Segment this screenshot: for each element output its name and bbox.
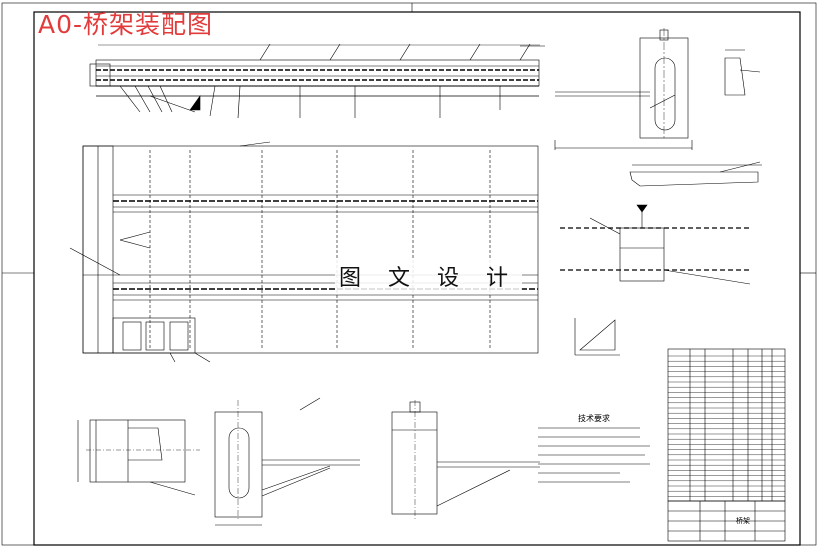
plan-view [69, 141, 539, 363]
gusset-detail-view [574, 318, 620, 356]
bottom-left-view [77, 419, 200, 496]
watermark: 图 文 设 计 [335, 258, 522, 294]
title-block [667, 500, 786, 542]
drawing-title: A0-桥架装配图 [38, 10, 214, 39]
parts-list-rows [668, 355, 785, 497]
bottom-right-view [391, 400, 540, 520]
technical-notes [538, 427, 650, 483]
beam-section-view [560, 204, 751, 285]
bottom-middle-view [214, 397, 360, 526]
front-elevation-view [89, 43, 545, 119]
sheet-name: 桥架 [736, 517, 750, 525]
end-section-view [554, 28, 693, 150]
detail-rail-view [629, 161, 762, 187]
notes-title: 技术要求 [578, 414, 610, 423]
sheet-border [33, 11, 801, 546]
detail-plate-view [724, 49, 761, 96]
